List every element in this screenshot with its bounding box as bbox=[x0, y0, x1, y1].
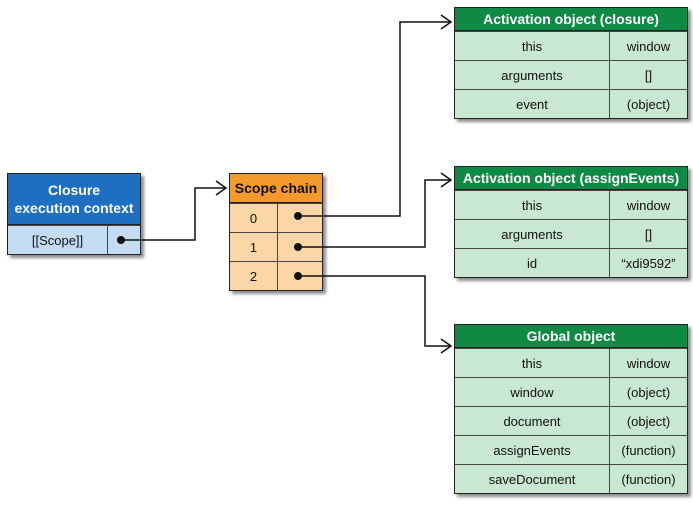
property-value: (object) bbox=[609, 90, 687, 118]
object-row: saveDocument (function) bbox=[455, 464, 687, 493]
property-name: assignEvents bbox=[493, 442, 571, 458]
property-value: [] bbox=[609, 220, 687, 248]
arrowhead bbox=[440, 172, 453, 188]
scope-pointer-cell bbox=[107, 226, 140, 254]
scope-chain-pointer bbox=[277, 204, 322, 232]
property-value: (function) bbox=[609, 436, 687, 464]
property-value: (function) bbox=[609, 465, 687, 493]
property-name: id bbox=[526, 255, 538, 271]
arrow-closure-to-scope-chain bbox=[121, 187, 225, 241]
pointer-dot bbox=[294, 212, 302, 220]
property-name: window bbox=[510, 384, 554, 400]
activation-assign-title: Activation object (assignEvents) bbox=[455, 167, 687, 190]
activation-object-closure: Activation object (closure) this window … bbox=[454, 7, 688, 119]
object-row: this window bbox=[455, 190, 687, 219]
property-name: this bbox=[521, 355, 543, 371]
closure-title-line2: execution context bbox=[14, 200, 134, 216]
object-row: arguments [] bbox=[455, 219, 687, 248]
scope-chain-pointer bbox=[277, 233, 322, 261]
object-row: this window bbox=[455, 31, 687, 60]
scope-chain-pointer bbox=[277, 262, 322, 290]
arrowhead bbox=[440, 338, 453, 354]
scope-chain-title: Scope chain bbox=[230, 174, 322, 203]
property-name: arguments bbox=[501, 226, 563, 242]
closure-scope-row: [[Scope]] bbox=[8, 225, 140, 254]
global-object: Global object this window window (object… bbox=[454, 324, 688, 494]
closure-header: Closure execution context bbox=[8, 174, 140, 225]
arrowhead bbox=[215, 180, 228, 196]
property-name: arguments bbox=[501, 67, 563, 83]
scope-chain-index: 2 bbox=[249, 268, 258, 284]
pointer-dot bbox=[294, 243, 302, 251]
closure-execution-context: Closure execution context [[Scope]] bbox=[7, 173, 141, 255]
pointer-dot bbox=[294, 272, 302, 280]
object-row: arguments [] bbox=[455, 60, 687, 89]
scope-chain-row: 0 bbox=[230, 203, 322, 232]
activation-object-assignevents: Activation object (assignEvents) this wi… bbox=[454, 166, 688, 278]
arrow-scope0-to-activation-closure bbox=[298, 21, 450, 217]
closure-title-line1: Closure bbox=[47, 182, 101, 198]
object-row: event (object) bbox=[455, 89, 687, 118]
arrow-scope1-to-activation-assignevents bbox=[298, 179, 450, 248]
pointer-dot bbox=[117, 236, 125, 244]
object-row: document (object) bbox=[455, 406, 687, 435]
object-row: this window bbox=[455, 348, 687, 377]
property-name: document bbox=[503, 413, 561, 429]
global-object-title: Global object bbox=[455, 325, 687, 348]
object-row: id “xdi9592” bbox=[455, 248, 687, 277]
property-name: saveDocument bbox=[488, 471, 576, 487]
activation-closure-title: Activation object (closure) bbox=[455, 8, 687, 31]
property-name: this bbox=[521, 197, 543, 213]
property-value: (object) bbox=[609, 378, 687, 406]
property-value: window bbox=[609, 191, 687, 219]
arrow-scope2-to-global bbox=[298, 275, 450, 347]
object-row: assignEvents (function) bbox=[455, 435, 687, 464]
object-row: window (object) bbox=[455, 377, 687, 406]
property-value: “xdi9592” bbox=[609, 249, 687, 277]
scope-chain-index: 1 bbox=[249, 239, 258, 255]
property-value: [] bbox=[609, 61, 687, 89]
property-value: window bbox=[609, 32, 687, 60]
property-name: this bbox=[521, 38, 543, 54]
arrowhead bbox=[440, 14, 453, 30]
property-name: event bbox=[516, 96, 548, 112]
property-value: window bbox=[609, 349, 687, 377]
property-value: (object) bbox=[609, 407, 687, 435]
scope-chain-index: 0 bbox=[249, 210, 258, 226]
scope-property-label: [[Scope]] bbox=[31, 232, 84, 248]
